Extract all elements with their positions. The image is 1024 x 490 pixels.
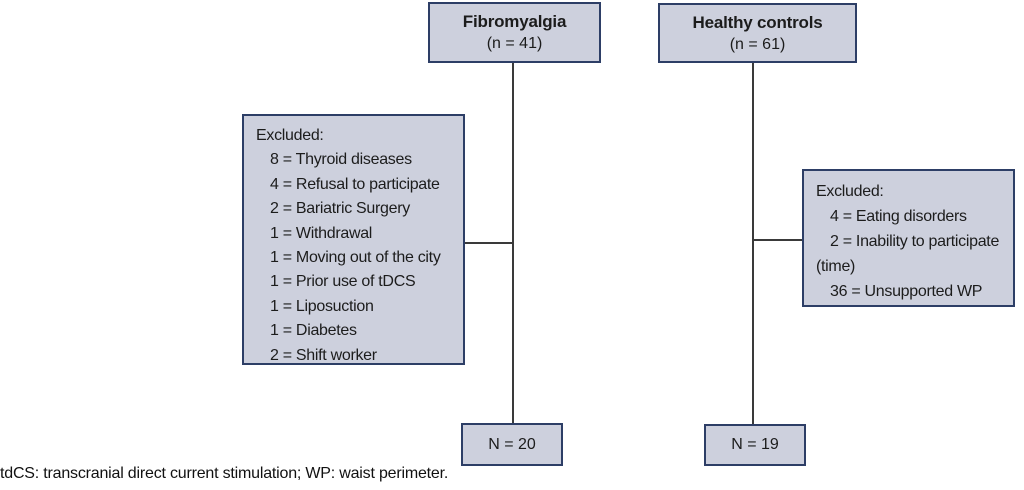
exclusion-line: 1 = Prior use of tDCS bbox=[270, 273, 416, 291]
footnote: tdCS: transcranial direct current stimul… bbox=[0, 465, 449, 482]
exclusion-line: 2 = Bariatric Surgery bbox=[270, 200, 410, 218]
group-box-healthy-controls: Healthy controls (n = 61) bbox=[658, 3, 857, 63]
final-box-healthy-controls: N = 19 bbox=[704, 424, 806, 466]
exclusion-box-healthy-controls: Excluded: 4 = Eating disorders 2 = Inabili… bbox=[802, 169, 1015, 307]
exclusion-line: 8 = Thyroid diseases bbox=[270, 151, 412, 169]
exclusion-line: Excluded: bbox=[256, 127, 324, 144]
group-title: Healthy controls bbox=[692, 12, 823, 32]
exclusion-line: 1 = Withdrawal bbox=[270, 224, 373, 242]
exclusion-line: 1 = Liposuction bbox=[270, 297, 374, 315]
exclusion-line: (time) bbox=[816, 258, 856, 275]
group-box-fibromyalgia: Fibromyalgia (n = 41) bbox=[428, 2, 601, 63]
exclusion-line: 1 = Moving out of the city bbox=[270, 249, 441, 267]
group-sample-size: (n = 41) bbox=[486, 35, 543, 52]
exclusion-line: 2 = Shift worker bbox=[270, 346, 377, 364]
exclusion-line: Excluded: bbox=[816, 183, 884, 200]
final-sample-size: N = 19 bbox=[731, 436, 779, 453]
exclusion-line: 4 = Refusal to participate bbox=[270, 175, 440, 193]
connector-vertical-healthy-controls bbox=[752, 63, 754, 424]
connector-horizontal-excluded-left bbox=[465, 242, 512, 244]
exclusion-line: 2 = Inability to participate bbox=[830, 233, 1000, 250]
final-sample-size: N = 20 bbox=[488, 435, 536, 453]
group-sample-size: (n = 61) bbox=[729, 35, 786, 53]
group-title: Fibromyalgia bbox=[462, 12, 567, 31]
final-box-fibromyalgia: N = 20 bbox=[461, 423, 563, 466]
exclusion-line: 36 = Unsupported WP bbox=[830, 283, 983, 300]
connector-horizontal-excluded-right bbox=[754, 239, 802, 241]
exclusion-line: 4 = Eating disorders bbox=[830, 208, 967, 225]
exclusion-box-fibromyalgia: Excluded: 8 = Thyroid diseases 4 = Refusal… bbox=[242, 114, 465, 365]
exclusion-line: 1 = Diabetes bbox=[270, 322, 357, 340]
connector-vertical-fibromyalgia bbox=[512, 63, 514, 423]
